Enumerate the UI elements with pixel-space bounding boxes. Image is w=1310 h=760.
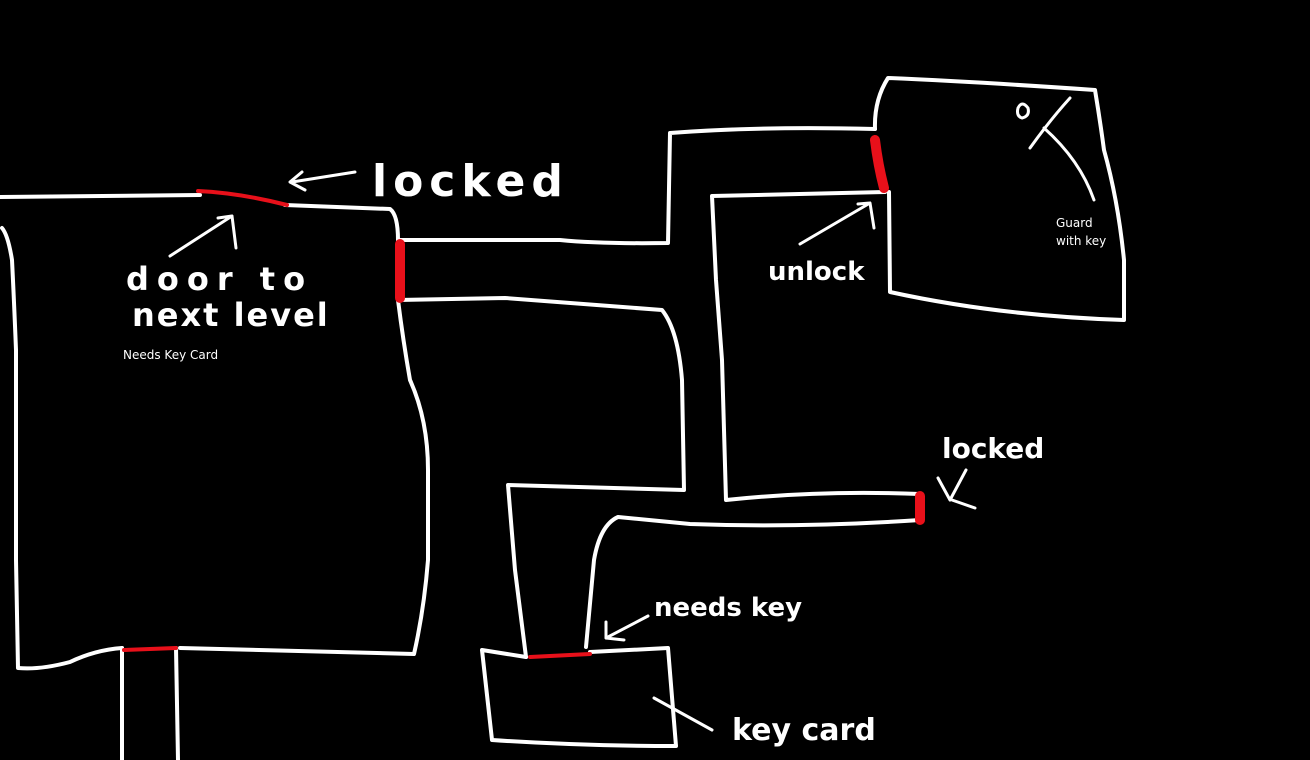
guard-figure-icon — [1016, 96, 1096, 202]
guard-room-door — [870, 135, 889, 193]
key-card-room-wall — [480, 646, 678, 748]
middle-room-wall — [710, 190, 922, 502]
guard-room-wall — [872, 76, 1126, 322]
key-card-label: key card — [732, 713, 876, 748]
needs-key-label: needs key — [654, 593, 802, 623]
door-next-level-label-line2: next level — [132, 296, 330, 334]
door-next-level-arrow — [168, 214, 238, 258]
south-corridor-wall — [120, 646, 180, 760]
key-card-arrow — [652, 696, 714, 732]
needs-key-card-label: Needs Key Card — [123, 348, 218, 362]
east-corridor-wall — [396, 126, 877, 659]
key-card-room-door — [528, 652, 592, 659]
locked-arrow — [288, 170, 357, 192]
needs-key-arrow — [604, 614, 650, 642]
guard-label-line2: with key — [1056, 234, 1106, 248]
locked-door-next-level — [196, 189, 289, 207]
locked-right-arrow — [936, 468, 977, 510]
south-door — [122, 646, 178, 652]
locked-right-label: locked — [942, 432, 1044, 465]
locked-top-label: locked — [372, 156, 569, 207]
left-room-wall — [0, 193, 430, 671]
unlock-arrow — [798, 201, 876, 246]
guard-label-line1: Guard — [1056, 216, 1093, 230]
door-next-level-label-line1: door to — [126, 260, 313, 298]
lower-corridor-wall — [584, 515, 922, 649]
unlock-label: unlock — [768, 257, 865, 287]
